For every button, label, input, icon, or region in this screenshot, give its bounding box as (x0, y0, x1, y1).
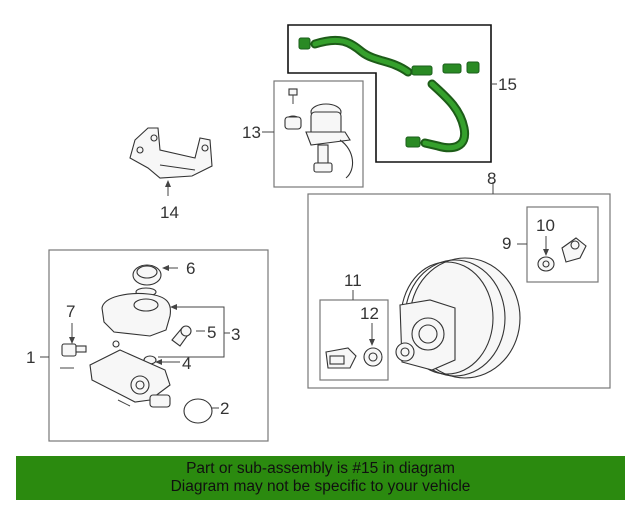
bracket-icon (129, 127, 213, 179)
callout-15: 15 (498, 75, 517, 94)
callout-10: 10 (536, 216, 555, 235)
brake-booster-group[interactable]: 8 9 10 11 12 (307, 169, 611, 389)
hose-tee-connector (411, 65, 433, 76)
hose-coupler (442, 63, 462, 74)
callout-6: 6 (186, 259, 195, 278)
o-ring-icon (183, 398, 213, 424)
callout-2: 2 (220, 399, 229, 418)
check-valve-icon (561, 237, 587, 263)
callout-9: 9 (502, 234, 511, 253)
reservoir-cap-icon (132, 264, 162, 286)
callout-4: 4 (182, 354, 191, 373)
callout-8: 8 (487, 169, 496, 188)
seal-icon (363, 347, 383, 367)
master-cylinder-icon (89, 340, 171, 408)
callout-5: 5 (207, 323, 216, 342)
banner-line-1: Part or sub-assembly is #15 in diagram (186, 460, 455, 477)
info-banner: Part or sub-assembly is #15 in diagram D… (16, 456, 625, 500)
callout-1: 1 (26, 348, 35, 367)
banner-line-2: Diagram may not be specific to your vehi… (170, 478, 471, 495)
master-cylinder-group[interactable]: 1 6 3 5 4 (26, 249, 269, 442)
reservoir-icon (101, 287, 171, 337)
hose-end-fitting (405, 136, 421, 148)
callout-7: 7 (66, 302, 75, 321)
callout-13: 13 (242, 123, 261, 142)
bracket-group[interactable]: 14 (129, 127, 213, 222)
hose-assembly-group[interactable]: 15 (287, 24, 517, 163)
sensor-icon (325, 347, 357, 369)
hose-clamp-left (298, 37, 311, 50)
callout-11: 11 (344, 271, 362, 290)
callout-12: 12 (360, 304, 379, 323)
fitting-icon (171, 325, 192, 347)
hose-clamp-right (466, 61, 480, 74)
grommet-icon (537, 256, 555, 272)
vacuum-pump-icon (284, 88, 354, 179)
hose-assembly-box (287, 24, 492, 163)
callout-3: 3 (231, 325, 240, 344)
level-sensor-icon (60, 343, 87, 369)
check-valve-box (526, 206, 599, 283)
brake-booster-icon (395, 257, 521, 379)
vacuum-pump-group[interactable]: 13 (242, 80, 364, 188)
callout-14: 14 (160, 203, 179, 222)
